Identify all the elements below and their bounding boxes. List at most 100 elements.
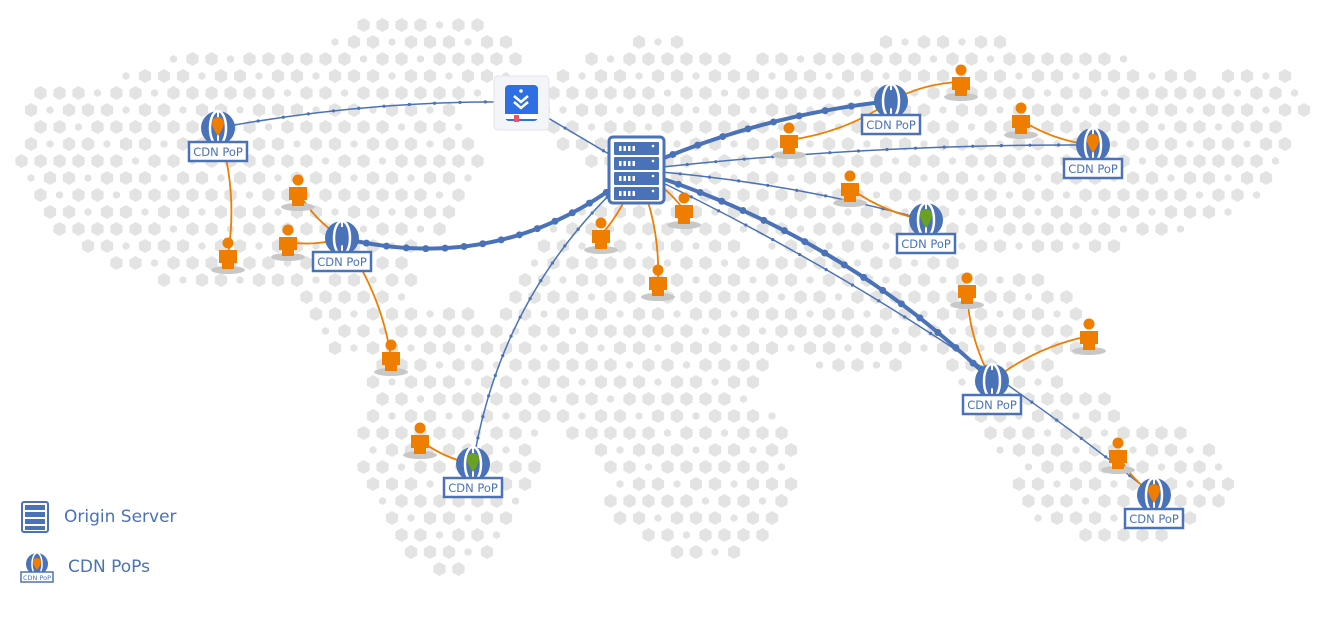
map-hex xyxy=(1278,69,1292,83)
map-hex xyxy=(670,103,684,117)
map-hex xyxy=(974,273,988,287)
map-hex xyxy=(832,222,845,236)
map-hex xyxy=(908,188,921,202)
map-hex xyxy=(170,225,177,233)
map-hex xyxy=(759,497,766,505)
cdn-pop-label: CDN PoP xyxy=(1068,162,1118,176)
map-hex xyxy=(471,528,484,542)
map-hex xyxy=(328,273,342,287)
link-packet xyxy=(515,231,523,239)
map-hex xyxy=(518,477,532,491)
map-hex xyxy=(445,72,453,80)
map-hex xyxy=(718,324,731,338)
map-hex xyxy=(632,511,646,525)
map-hex xyxy=(309,307,323,321)
map-hex xyxy=(863,140,871,148)
map-hex xyxy=(1060,120,1073,134)
map-hex xyxy=(81,239,95,253)
map-hex xyxy=(670,69,684,83)
map-hex xyxy=(746,341,760,355)
link-packet xyxy=(476,436,480,440)
map-hex xyxy=(756,290,769,304)
map-hex xyxy=(464,38,472,46)
map-hex xyxy=(357,324,370,338)
map-hex xyxy=(290,103,304,117)
map-hex xyxy=(521,378,529,386)
map-hex xyxy=(293,140,301,148)
map-hex xyxy=(946,188,959,202)
map-hex xyxy=(388,208,396,216)
map-hex xyxy=(775,256,788,270)
map-hex xyxy=(528,290,541,304)
map-hex xyxy=(635,412,643,420)
map-hex xyxy=(1098,188,1111,202)
map-hex xyxy=(946,290,959,304)
map-hex xyxy=(749,276,757,284)
map-hex xyxy=(417,55,424,63)
map-hex xyxy=(689,375,703,389)
map-hex xyxy=(604,324,617,338)
map-hex xyxy=(398,123,405,131)
map-hex xyxy=(1126,205,1140,219)
map-hex xyxy=(1269,120,1282,134)
map-hex xyxy=(730,514,738,522)
map-hex xyxy=(613,69,627,83)
map-hex xyxy=(452,154,465,168)
map-hex xyxy=(243,52,256,66)
map-hex xyxy=(958,38,966,46)
link-packet xyxy=(737,179,741,183)
map-hex xyxy=(632,307,646,321)
map-hex xyxy=(414,154,427,168)
map-hex xyxy=(452,528,465,542)
map-hex xyxy=(1155,528,1168,542)
map-hex xyxy=(996,140,1004,148)
user-icon xyxy=(281,174,315,211)
map-hex xyxy=(284,259,291,267)
map-hex xyxy=(863,310,871,318)
map-hex xyxy=(331,208,339,216)
map-hex xyxy=(319,120,332,134)
map-hex xyxy=(84,208,92,216)
map-hex xyxy=(1034,208,1042,216)
link-packet xyxy=(382,104,386,108)
map-hex xyxy=(585,256,598,270)
map-hex xyxy=(746,137,760,151)
map-hex xyxy=(775,324,788,338)
map-hex xyxy=(651,69,665,83)
map-hex xyxy=(1164,103,1178,117)
map-hex xyxy=(737,290,750,304)
map-hex xyxy=(1079,52,1092,66)
map-hex xyxy=(1079,86,1092,100)
map-hex xyxy=(680,154,693,168)
link-packet xyxy=(501,353,505,358)
map-hex xyxy=(908,290,921,304)
map-hex xyxy=(360,225,367,233)
map-hex xyxy=(347,103,361,117)
map-hex xyxy=(727,273,741,287)
map-hex xyxy=(1088,409,1102,423)
map-hex xyxy=(398,293,405,301)
map-hex xyxy=(860,69,874,83)
map-hex xyxy=(670,239,684,253)
map-hex xyxy=(322,157,329,165)
map-hex xyxy=(623,222,636,236)
map-hex xyxy=(319,52,332,66)
map-hex xyxy=(376,86,389,100)
map-hex xyxy=(578,378,586,386)
map-hex xyxy=(623,324,636,338)
map-hex xyxy=(775,52,788,66)
map-hex xyxy=(949,157,956,165)
user-icon xyxy=(584,217,618,254)
map-hex xyxy=(407,344,415,352)
map-hex xyxy=(198,242,206,250)
map-hex xyxy=(689,171,703,185)
map-hex xyxy=(369,276,377,284)
map-hex xyxy=(939,276,947,284)
map-hex xyxy=(879,171,893,185)
map-hex xyxy=(841,239,855,253)
map-hex xyxy=(34,86,47,100)
map-hex xyxy=(151,89,158,97)
map-hex xyxy=(426,480,434,488)
cdn-pop: CDN PoP xyxy=(895,201,957,255)
map-hex xyxy=(984,120,997,134)
